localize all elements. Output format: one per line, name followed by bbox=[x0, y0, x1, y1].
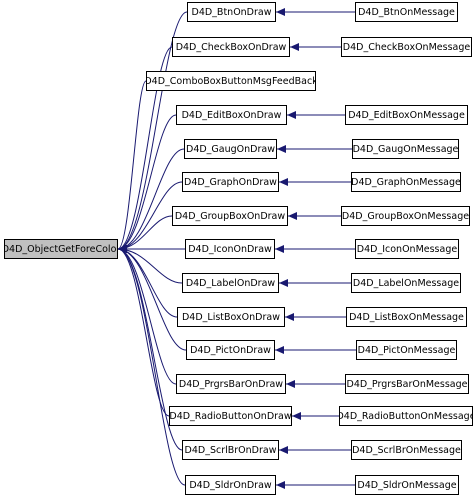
message-node[interactable]: D4D_LabelOnMessage bbox=[351, 273, 461, 293]
draw-node[interactable]: D4D_GraphOnDraw bbox=[182, 172, 279, 192]
message-node[interactable]: D4D_PictOnMessage bbox=[356, 340, 457, 360]
edge-draw-to-root bbox=[117, 245, 186, 486]
draw-node[interactable]: D4D_ScrlBrOnDraw bbox=[182, 440, 279, 460]
draw-node[interactable]: D4D_PrgrsBarOnDraw bbox=[176, 374, 286, 394]
message-node[interactable]: D4D_GraphOnMessage bbox=[351, 172, 461, 192]
draw-node[interactable]: D4D_SldrOnDraw bbox=[185, 475, 276, 495]
draw-node[interactable]: D4D_CheckBoxOnDraw bbox=[172, 37, 290, 57]
draw-node[interactable]: D4D_GaugOnDraw bbox=[184, 139, 277, 159]
draw-node[interactable]: D4D_EditBoxOnDraw bbox=[176, 105, 287, 125]
draw-node[interactable]: D4D_LabelOnDraw bbox=[182, 273, 279, 293]
message-node[interactable]: D4D_RadioButtonOnMessage bbox=[339, 406, 473, 426]
draw-node[interactable]: D4D_ListBoxOnDraw bbox=[177, 307, 285, 327]
message-node[interactable]: D4D_EditBoxOnMessage bbox=[345, 105, 468, 125]
message-node[interactable]: D4D_ListBoxOnMessage bbox=[346, 307, 467, 327]
message-node[interactable]: D4D_GaugOnMessage bbox=[352, 139, 459, 159]
message-node[interactable]: D4D_SldrOnMessage bbox=[355, 475, 459, 495]
draw-node[interactable]: D4D_IconOnDraw bbox=[185, 239, 275, 259]
edge-draw-to-root bbox=[117, 245, 187, 351]
edge-draw-to-root bbox=[117, 114, 177, 253]
message-node[interactable]: D4D_GroupBoxOnMessage bbox=[341, 206, 470, 226]
draw-node[interactable]: D4D_BtnOnDraw bbox=[187, 2, 276, 22]
edge-draw-to-root bbox=[117, 11, 188, 253]
message-node[interactable]: D4D_PrgrsBarOnMessage bbox=[345, 374, 469, 394]
edge-draw-to-root bbox=[117, 80, 147, 253]
edge-draw-to-root bbox=[117, 245, 177, 385]
draw-node[interactable]: D4D_PictOnDraw bbox=[186, 340, 275, 360]
edge-draw-to-root bbox=[117, 46, 173, 253]
message-node[interactable]: D4D_IconOnMessage bbox=[355, 239, 459, 259]
draw-node[interactable]: D4D_RadioButtonOnDraw bbox=[169, 406, 292, 426]
message-node[interactable]: D4D_CheckBoxOnMessage bbox=[341, 37, 472, 57]
draw-node[interactable]: D4D_ComboBoxButtonMsgFeedBack bbox=[146, 71, 316, 91]
draw-node[interactable]: D4D_GroupBoxOnDraw bbox=[172, 206, 288, 226]
message-node[interactable]: D4D_BtnOnMessage bbox=[355, 2, 458, 22]
edge-draw-to-root bbox=[117, 245, 183, 284]
edge-draw-to-root bbox=[117, 148, 185, 253]
message-node[interactable]: D4D_ScrlBrOnMessage bbox=[351, 440, 462, 460]
root-node: D4D_ObjectGetForeColor bbox=[4, 239, 118, 259]
edge-draw-to-root bbox=[117, 245, 170, 417]
